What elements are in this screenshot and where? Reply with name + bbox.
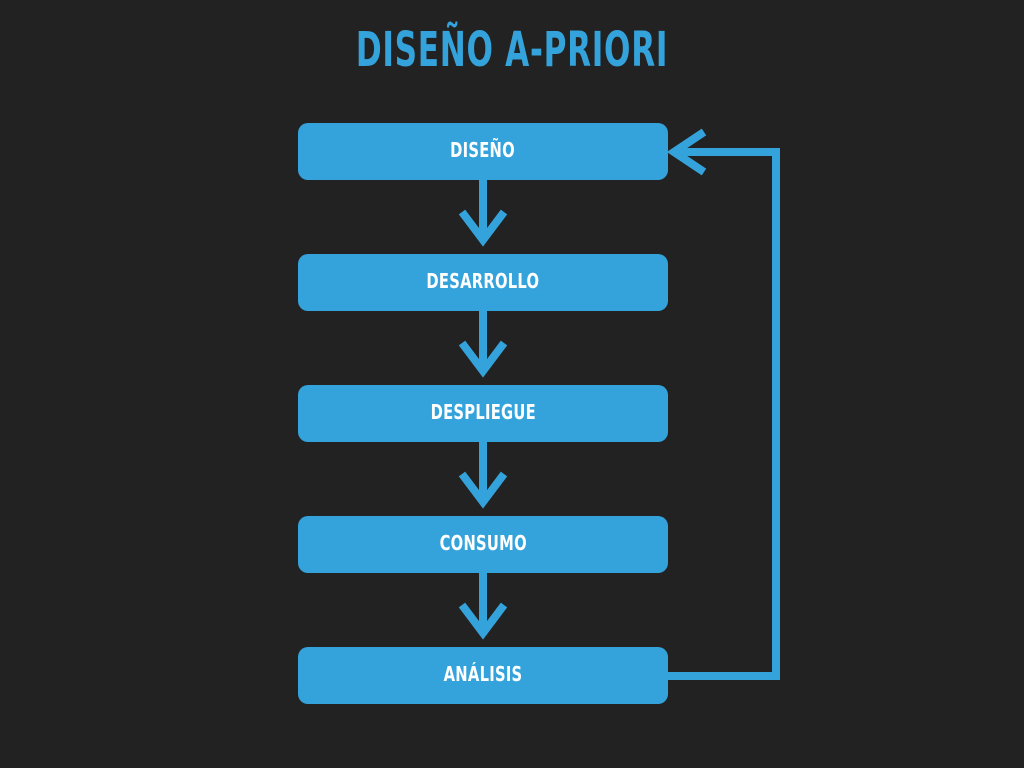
step-label: ANÁLISIS	[443, 661, 523, 686]
step-consumo: CONSUMO	[298, 516, 668, 573]
arrow-despliegue-to-consumo	[458, 442, 508, 509]
step-label: DESPLIEGUE	[430, 399, 536, 424]
step-diseno: DISEÑO	[298, 123, 668, 180]
step-despliegue: DESPLIEGUE	[298, 385, 668, 442]
arrow-desarrollo-to-despliegue	[458, 311, 508, 378]
step-desarrollo: DESARROLLO	[298, 254, 668, 311]
step-analisis: ANÁLISIS	[298, 647, 668, 704]
diagram-title: DISEÑO A-PRIORI	[355, 22, 669, 78]
feedback-loop-arrow	[666, 128, 780, 680]
step-label: DISEÑO	[450, 137, 516, 162]
step-label: CONSUMO	[439, 530, 527, 555]
arrow-diseno-to-desarrollo	[458, 180, 508, 247]
arrow-consumo-to-analisis	[458, 573, 508, 640]
step-label: DESARROLLO	[426, 268, 540, 293]
